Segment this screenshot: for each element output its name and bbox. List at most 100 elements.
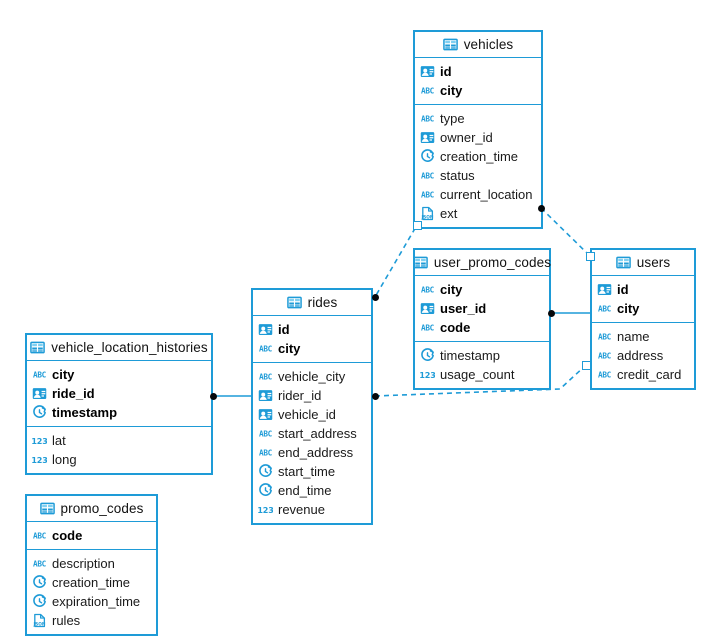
- field-name: rider_id: [278, 388, 322, 403]
- field-row[interactable]: city: [415, 280, 549, 299]
- field-name: current_location: [440, 187, 533, 202]
- field-row[interactable]: city: [592, 299, 694, 318]
- abc-icon: [258, 426, 273, 441]
- field-row[interactable]: end_address: [253, 443, 371, 462]
- field-row[interactable]: city: [415, 81, 541, 100]
- field-row[interactable]: lat: [27, 431, 211, 450]
- field-row[interactable]: ride_id: [27, 384, 211, 403]
- field-row[interactable]: id: [253, 320, 371, 339]
- field-row[interactable]: description: [27, 554, 156, 573]
- field-row[interactable]: city: [27, 365, 211, 384]
- table-icon: [40, 501, 55, 516]
- id-card-icon: [258, 407, 273, 422]
- relationship-endpoint-dot: [371, 293, 379, 301]
- abc-icon: [258, 369, 273, 384]
- primary-key-section: id city: [415, 58, 541, 105]
- field-name: code: [440, 320, 471, 335]
- field-row[interactable]: address: [592, 346, 694, 365]
- field-name: start_time: [278, 464, 336, 479]
- field-row[interactable]: user_id: [415, 299, 549, 318]
- field-row[interactable]: code: [415, 318, 549, 337]
- field-row[interactable]: code: [27, 526, 156, 545]
- field-row[interactable]: status: [415, 166, 541, 185]
- field-row[interactable]: end_time: [253, 481, 371, 500]
- table-header[interactable]: user_promo_codes: [415, 250, 551, 276]
- field-row[interactable]: city: [253, 339, 371, 358]
- field-row[interactable]: start_address: [253, 424, 371, 443]
- field-row[interactable]: timestamp: [27, 403, 211, 422]
- field-name: vehicle_city: [278, 369, 346, 384]
- field-row[interactable]: start_time: [253, 462, 371, 481]
- field-row[interactable]: name: [592, 327, 694, 346]
- field-name: end_time: [278, 483, 332, 498]
- field-row[interactable]: timestamp: [415, 346, 549, 365]
- field-name: address: [617, 348, 664, 363]
- field-row[interactable]: expiration_time: [27, 592, 156, 611]
- clock-icon: [32, 405, 47, 420]
- clock-icon: [32, 594, 47, 609]
- table-header[interactable]: rides: [253, 290, 371, 316]
- table-name: vehicle_location_histories: [51, 340, 208, 355]
- field-row[interactable]: credit_card: [592, 365, 694, 384]
- clock-icon: [420, 348, 435, 363]
- relationship-vehicles-users[interactable]: [540, 207, 591, 257]
- field-name: expiration_time: [52, 594, 141, 609]
- relationship-endpoint-dot: [537, 204, 545, 212]
- field-row[interactable]: long: [27, 450, 211, 469]
- field-row[interactable]: owner_id: [415, 128, 541, 147]
- table-header[interactable]: vehicle_location_histories: [27, 335, 211, 361]
- field-row[interactable]: vehicle_id: [253, 405, 371, 424]
- field-row[interactable]: current_location: [415, 185, 541, 204]
- table-icon: [287, 295, 302, 310]
- field-row[interactable]: rules: [27, 611, 156, 630]
- table-rides[interactable]: rides id city vehicle_city rider_id vehicle_i…: [251, 288, 373, 525]
- field-row[interactable]: vehicle_city: [253, 367, 371, 386]
- json-icon: [32, 613, 47, 628]
- field-row[interactable]: id: [592, 280, 694, 299]
- abc-icon: [420, 83, 435, 98]
- field-name: name: [617, 329, 650, 344]
- table-name: users: [636, 255, 671, 270]
- field-row[interactable]: rider_id: [253, 386, 371, 405]
- field-row[interactable]: type: [415, 109, 541, 128]
- id-card-icon: [420, 64, 435, 79]
- json-icon: [420, 206, 435, 221]
- table-header[interactable]: users: [592, 250, 694, 276]
- field-name: city: [278, 341, 301, 356]
- table-icon: [443, 37, 458, 52]
- field-row[interactable]: creation_time: [27, 573, 156, 592]
- field-row[interactable]: usage_count: [415, 365, 549, 384]
- table-header[interactable]: promo_codes: [27, 496, 156, 522]
- abc-icon: [420, 320, 435, 335]
- clock-icon: [258, 483, 273, 498]
- table-icon: [30, 340, 45, 355]
- abc-icon: [258, 445, 273, 460]
- field-row[interactable]: id: [415, 62, 541, 81]
- abc-icon: [597, 301, 612, 316]
- relationship-rides-users[interactable]: [374, 364, 587, 397]
- field-name: description: [52, 556, 115, 571]
- field-row[interactable]: ext: [415, 204, 541, 223]
- field-name: city: [440, 83, 463, 98]
- field-name: code: [52, 528, 83, 543]
- 123-icon: [32, 452, 47, 467]
- field-name: id: [278, 322, 290, 337]
- 123-icon: [258, 502, 273, 517]
- table-header[interactable]: vehicles: [415, 32, 541, 58]
- relationship-endpoint-square: [582, 361, 591, 370]
- field-row[interactable]: revenue: [253, 500, 371, 519]
- field-row[interactable]: creation_time: [415, 147, 541, 166]
- field-name: owner_id: [440, 130, 493, 145]
- id-card-icon: [32, 386, 47, 401]
- field-name: creation_time: [52, 575, 131, 590]
- primary-key-section: code: [27, 522, 156, 550]
